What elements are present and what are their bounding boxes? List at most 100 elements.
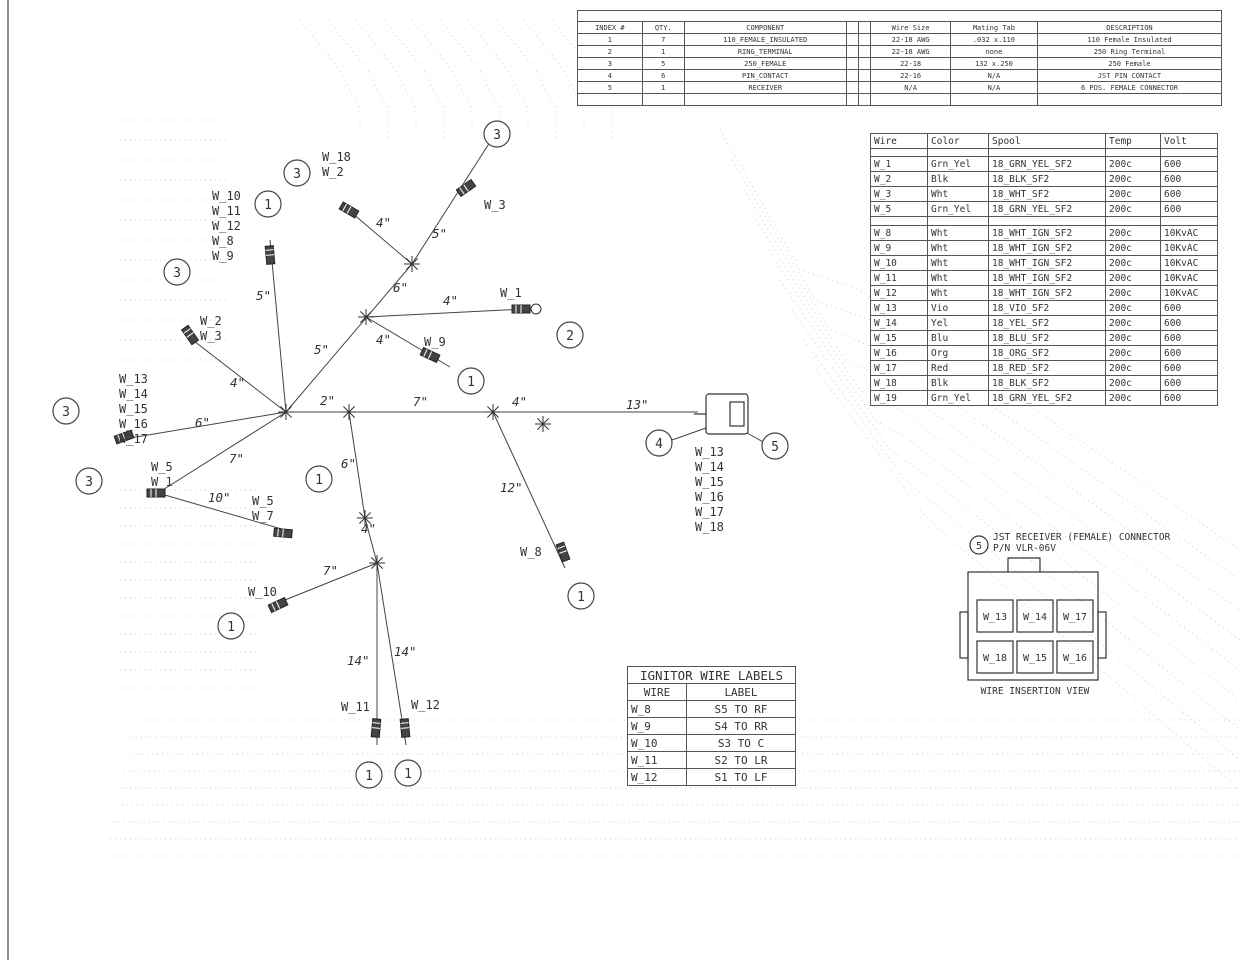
ring-terminal-icon	[530, 303, 542, 315]
bom-cell: 22-18 AWG	[870, 45, 951, 58]
bom-header-row: INDEX # QTY. COMPONENT Wire Size Mating …	[577, 21, 1223, 34]
wire-cell: Blu	[927, 330, 989, 346]
callout-number: 3	[62, 405, 70, 420]
bom-cell	[845, 57, 859, 70]
wire-label: W_13	[119, 372, 148, 386]
callout-number: 3	[293, 167, 301, 182]
wire-cell: Wht	[927, 240, 989, 256]
wire-cell: 10KvAC	[1160, 285, 1218, 301]
terminal-icon	[146, 488, 166, 498]
bom-cell: 22-16	[870, 69, 951, 82]
wire-cell: 18_BLK_SF2	[988, 375, 1106, 391]
wire-label: W_18	[695, 520, 724, 534]
callout-circle	[254, 190, 282, 218]
terminal-icon	[264, 245, 276, 265]
bom-cell: 1	[577, 33, 643, 46]
wire-label: W_8	[520, 545, 542, 559]
bom-header: DESCRIPTION	[1036, 21, 1223, 34]
callout-circle	[567, 582, 595, 610]
wire-cell: 200c	[1105, 360, 1161, 376]
wire-label: W_3	[484, 198, 506, 212]
wire-cell: W_17	[870, 360, 928, 376]
wire-cell: Grn_Yel	[927, 390, 989, 406]
ignitor-wire-cell: W_12	[627, 768, 687, 786]
wire-label: W_1	[500, 286, 522, 300]
connector-view	[959, 535, 1107, 681]
terminal-icon	[338, 201, 360, 219]
ignitor-label-cell: S5 TO RF	[686, 700, 796, 718]
bom-cell: 250 Female	[1036, 57, 1223, 70]
bom-cell: 22-18 AWG	[870, 33, 951, 46]
ignitor-wire-cell: W_10	[627, 734, 687, 752]
wire-label: W_9	[212, 249, 234, 263]
bom-cell: 132 x.250	[949, 57, 1038, 70]
bom-header	[857, 21, 872, 34]
ignitor-wire-cell: W_9	[627, 717, 687, 735]
wire-cell: W_15	[870, 330, 928, 346]
callout-circle	[283, 159, 311, 187]
wire-cell: 18_GRN_YEL_SF2	[988, 201, 1106, 217]
callout-circle	[217, 612, 245, 640]
length-label: 4"	[443, 293, 458, 308]
wire-label: W_1	[151, 475, 173, 489]
length-label: 5"	[314, 342, 329, 357]
length-label: 2"	[320, 393, 335, 408]
callout-number: 1	[227, 620, 235, 635]
bom-header: QTY.	[641, 21, 685, 34]
bom-cell: 5	[577, 81, 643, 94]
receiver-connector	[694, 393, 749, 435]
bom-cell: 4	[577, 69, 643, 82]
length-label: 4"	[361, 521, 376, 536]
wire-label: W_2	[200, 314, 222, 328]
bom-header: Mating Tab	[949, 21, 1038, 34]
callout-circle	[556, 321, 584, 349]
callout-circle	[645, 429, 673, 457]
length-label: 14"	[347, 653, 370, 668]
wire-table-header: Volt	[1160, 133, 1218, 149]
callout-circle	[75, 467, 103, 495]
wire-cell: Wht	[927, 186, 989, 202]
bom-cell: 5	[641, 57, 685, 70]
wire-label: W_17	[695, 505, 724, 519]
bom-cell: RING_TERMINAL	[683, 45, 847, 58]
callout-number: 1	[404, 767, 412, 782]
wire-cell: 600	[1160, 156, 1218, 172]
callout-number: 1	[264, 198, 272, 213]
length-labels: 5"4"5"6"4"5"4"4"2"7"4"13"6"7"6"10"4"7"12…	[195, 215, 649, 668]
wire-cell: Grn_Yel	[927, 156, 989, 172]
wire-cell: Wht	[927, 270, 989, 286]
wire-cell: Vio	[927, 300, 989, 316]
bom-cell: 6	[641, 69, 685, 82]
bom-cell: N/A	[949, 81, 1038, 94]
callout-circle	[305, 465, 333, 493]
wire-cell: Wht	[927, 225, 989, 241]
bom-cell: 2	[577, 45, 643, 58]
callout-number: 3	[493, 128, 501, 143]
ignitor-header-row: WIRE LABEL	[627, 683, 796, 701]
wire-cell: 200c	[1105, 225, 1161, 241]
bom-cell: N/A	[949, 69, 1038, 82]
wire-cell: 18_WHT_IGN_SF2	[988, 240, 1106, 256]
wire-cell: 200c	[1105, 186, 1161, 202]
wire-cell: W_8	[870, 225, 928, 241]
wire-cell: W_5	[870, 201, 928, 217]
wire-cell: W_13	[870, 300, 928, 316]
connector-title: JST RECEIVER (FEMALE) CONNECTOR	[993, 532, 1171, 543]
bom-cell: 22-18	[870, 57, 951, 70]
bom-cell: 250_FEMALE	[683, 57, 847, 70]
callout-number: 3	[173, 266, 181, 281]
length-label: 5"	[432, 226, 447, 241]
terminal-icon	[555, 541, 571, 563]
wire-cell: 600	[1160, 315, 1218, 331]
